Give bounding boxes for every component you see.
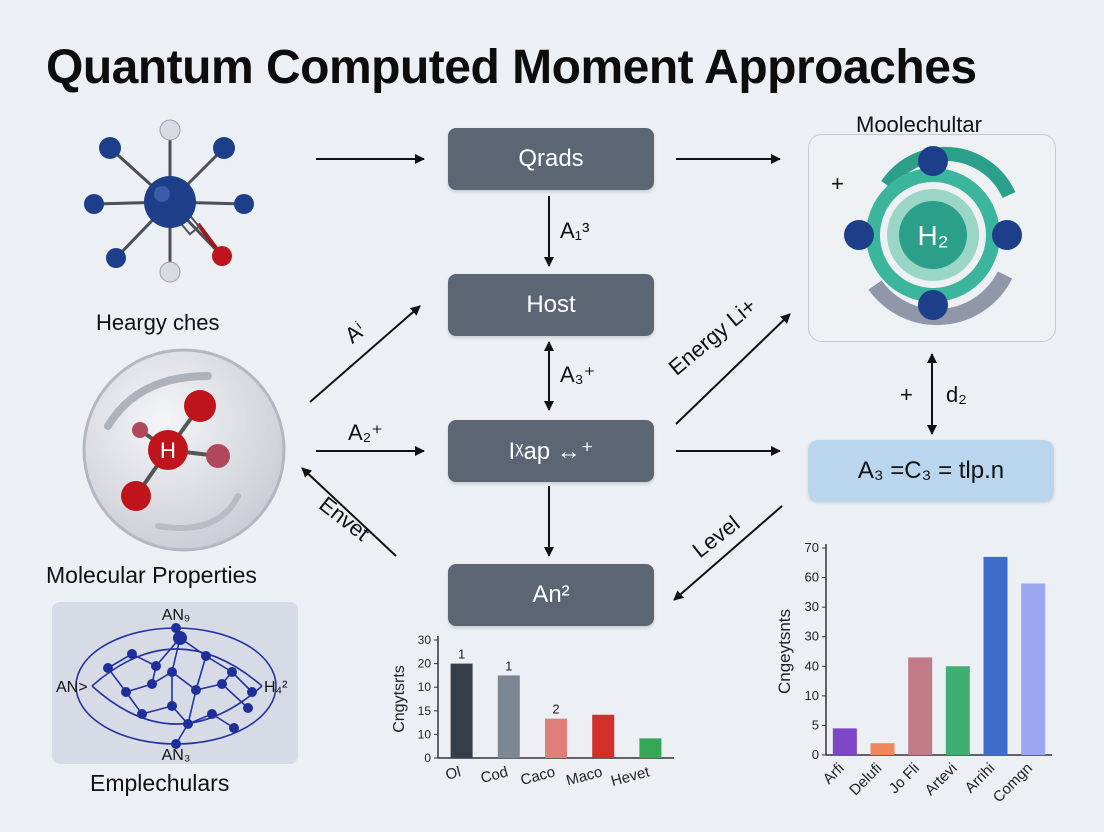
flow-box-an: An² — [448, 564, 654, 626]
x-category-label: Comgn — [990, 760, 1036, 806]
x-category-label: Arfi — [820, 760, 848, 788]
caption-molecular-properties: Molecular Properties — [46, 562, 257, 588]
y-tick-label: 10 — [418, 680, 432, 694]
y-tick-label: 10 — [418, 727, 432, 741]
bar-comgn — [1021, 583, 1046, 755]
y-tick-label: 20 — [418, 657, 432, 671]
y-tick-label: 0 — [424, 751, 431, 765]
network-graph-icon: AN₉ AN> H₄² AN₃ — [56, 607, 288, 764]
y-tick-label: 30 — [418, 633, 432, 647]
caption-emplechulars: Emplechulars — [90, 770, 230, 796]
bar-data-label: 2 — [552, 702, 559, 717]
label-qrads-host: A₁³ — [560, 218, 590, 243]
x-category-label: Ol — [444, 763, 463, 783]
result-box: A₃ =C₃ = tlp.n — [808, 440, 1054, 502]
network-label-right: H₄² — [264, 679, 288, 696]
bar-arfi — [832, 728, 857, 755]
caption-heargy: Heargy ches — [96, 310, 220, 335]
sphere-molecule-icon: H — [82, 348, 286, 552]
star-molecule-icon — [84, 119, 254, 283]
panel-plus-sign: + — [831, 171, 844, 196]
bar-delufi — [870, 743, 895, 755]
network-panel: AN₉ AN> H₄² AN₃ — [52, 602, 298, 764]
arrow-level-diag — [673, 505, 783, 601]
molecule-panel: H₂ + — [808, 134, 1056, 342]
arrow-diag-to-host — [309, 305, 421, 403]
x-category-label: Maco — [564, 763, 604, 789]
y-tick-label: 30 — [805, 599, 819, 614]
y-tick-label: 40 — [805, 658, 819, 673]
arrow-back-to-left — [301, 467, 397, 557]
x-category-label: Hevet — [609, 763, 652, 790]
x-category-label: Artevi — [922, 760, 961, 799]
side-plus-sign: + — [900, 382, 913, 407]
y-tick-label: 15 — [418, 704, 432, 718]
y-tick-label: 10 — [805, 688, 819, 703]
bar-jo-fli — [908, 657, 933, 755]
flow-box-iaps: Iᵡap ↔⁺ — [448, 420, 654, 482]
bar-hevet — [639, 738, 662, 758]
page-title: Quantum Computed Moment Approaches — [46, 41, 977, 94]
y-tick-label: 60 — [805, 570, 819, 585]
network-label-left: AN> — [56, 679, 88, 696]
flow-box-qrads: Qrads — [448, 128, 654, 190]
network-label-top: AN₉ — [162, 607, 191, 624]
bar-data-label: 1 — [505, 658, 512, 673]
h-atom-label: H — [160, 438, 176, 463]
y-tick-label: 0 — [812, 747, 819, 762]
label-input: A₂⁺ — [348, 420, 383, 445]
panel-title-molecule: Moolechultar — [856, 112, 982, 137]
arrow-energy-diag — [675, 313, 791, 425]
h2-molecule-icon: H₂ + — [831, 146, 1022, 326]
y-tick-label: 30 — [805, 629, 819, 644]
flow-box-host: Host — [448, 274, 654, 336]
bar-maco — [592, 714, 615, 758]
y-axis-label: Cngytsrts — [391, 665, 408, 733]
side-label-d2: d₂ — [946, 382, 967, 407]
x-category-label: Delufi — [846, 760, 885, 799]
bar-ol — [450, 663, 473, 758]
label-host-iaps: A₃⁺ — [560, 362, 596, 387]
x-category-label: Cod — [479, 763, 510, 787]
x-category-label: Jo Fli — [886, 760, 923, 797]
y-tick-label: 5 — [812, 717, 819, 732]
bar-arrihi — [983, 556, 1008, 755]
bar-caco — [545, 718, 567, 758]
network-label-bottom: AN₃ — [162, 747, 191, 764]
h2-label: H₂ — [917, 220, 948, 251]
y-axis-label: Cngeytsnts — [775, 609, 794, 694]
y-tick-label: 70 — [805, 540, 819, 555]
bar-data-label: 1 — [458, 647, 465, 662]
bar-artevi — [945, 666, 970, 755]
x-category-label: Caco — [519, 763, 557, 788]
bar-cod — [497, 675, 520, 758]
